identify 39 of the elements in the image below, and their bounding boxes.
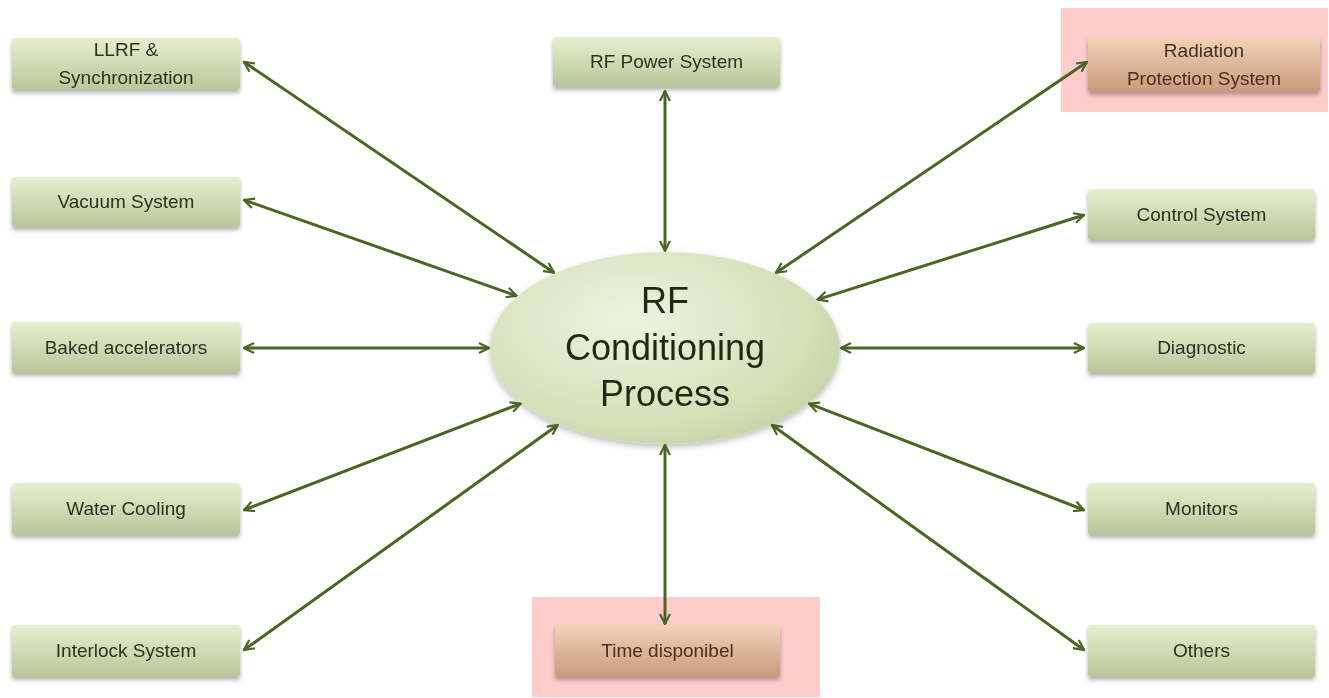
process-box [555, 625, 780, 677]
double-arrow [774, 60, 1089, 274]
double-arrow [839, 341, 1086, 355]
double-arrow [242, 401, 522, 513]
double-arrow [242, 197, 518, 299]
double-arrow [242, 341, 491, 355]
highlight-band [1061, 8, 1328, 112]
double-arrow [770, 423, 1086, 652]
node-label: Control System [1136, 202, 1267, 227]
double-arrow [242, 423, 559, 652]
node-label: Baked accelerators [44, 335, 208, 360]
process-box [12, 177, 240, 227]
node-label: Others [1173, 639, 1230, 664]
process-box [1088, 483, 1315, 535]
process-box [12, 483, 240, 535]
process-box [12, 38, 240, 90]
node-label: Vacuum System [57, 190, 195, 215]
process-box [1088, 323, 1315, 373]
node-label: Time disponibel [601, 639, 734, 664]
node-label: Interlock System [55, 639, 197, 664]
node-label: Water Cooling [66, 497, 186, 522]
double-arrow [658, 443, 672, 626]
process-box [12, 322, 240, 373]
process-box [12, 625, 240, 677]
node-label: Monitors [1165, 497, 1238, 522]
node-label: Diagnostic [1157, 336, 1246, 361]
double-arrow [808, 401, 1086, 513]
node-label: Radiation Protection System [1125, 38, 1283, 91]
process-box [1088, 625, 1315, 677]
double-arrow [816, 212, 1086, 303]
node-label: RF Conditioning Process [563, 278, 767, 417]
process-box [1088, 37, 1320, 92]
process-box [1088, 189, 1315, 240]
process-box [553, 37, 780, 87]
node-label: RF Power System [589, 50, 744, 75]
highlight-band [532, 597, 820, 697]
double-arrow [658, 89, 672, 253]
double-arrow [242, 60, 556, 274]
node-label: LLRF & Synchronization [57, 38, 195, 90]
